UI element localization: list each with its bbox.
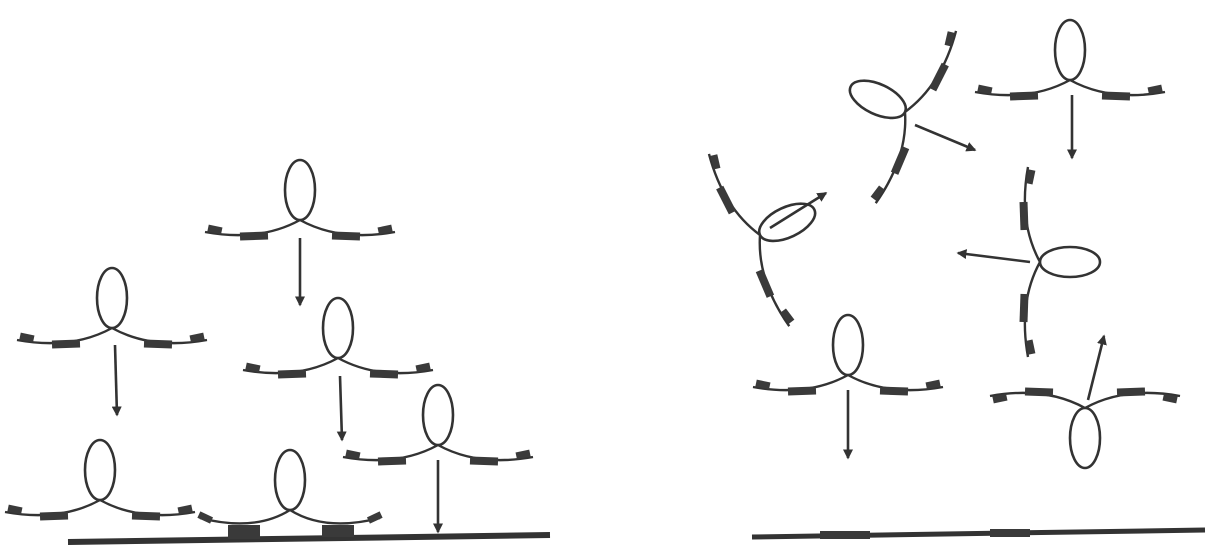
molecule-right-5 xyxy=(753,315,943,395)
arrow-down-3 xyxy=(340,376,342,440)
molecule-left-5 xyxy=(5,440,195,520)
molecule-left-4 xyxy=(343,385,533,465)
arrow-right-6 xyxy=(1088,336,1104,400)
surface-segment xyxy=(990,529,1030,537)
molecule-right-6 xyxy=(990,388,1180,468)
molecule-right-1 xyxy=(975,20,1165,100)
arrow-right-2 xyxy=(915,125,975,150)
molecule-left-bound xyxy=(197,450,382,539)
right-surface xyxy=(752,530,1205,537)
molecule-right-4 xyxy=(1020,167,1100,357)
right-panel xyxy=(701,1,1205,539)
molecule-right-3 xyxy=(701,124,854,330)
surface-segment xyxy=(820,531,870,539)
arrow-down-1 xyxy=(115,345,117,415)
left-panel xyxy=(5,160,550,542)
molecule-left-3 xyxy=(243,298,433,378)
molecule-left-1 xyxy=(17,268,207,348)
arrow-right-4 xyxy=(958,253,1030,262)
molecule-left-2 xyxy=(205,160,395,240)
molecule-right-2 xyxy=(810,1,963,207)
left-surface xyxy=(68,535,550,542)
